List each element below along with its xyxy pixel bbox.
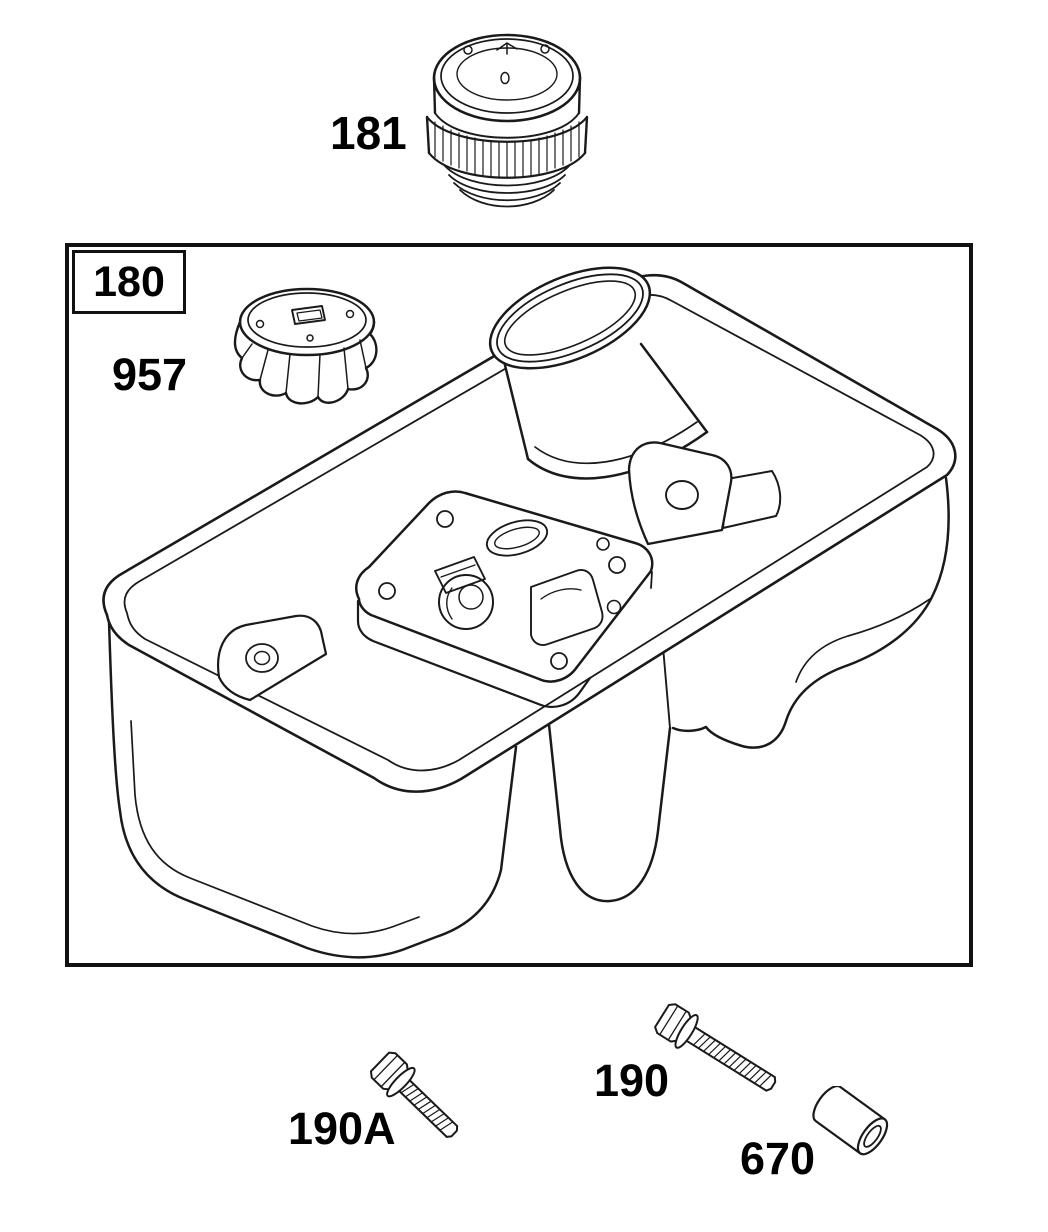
cap-181-side — [432, 76, 582, 139]
cap-957-top — [238, 287, 376, 357]
tank-lower-body — [107, 476, 950, 959]
screw-190-head — [654, 1003, 699, 1049]
fuel-tank-drawing — [102, 266, 957, 959]
screw-190-shaft — [685, 1026, 777, 1092]
screw-190a-drawing — [369, 1051, 459, 1138]
part-number-181: 181 — [330, 107, 407, 159]
screw-190a-head — [369, 1051, 416, 1098]
assembly-group-box-180: 180 — [65, 243, 973, 967]
bushing-670-body — [812, 1086, 889, 1156]
tank-mounting-ear — [217, 614, 328, 702]
carb-mounting-plate — [355, 490, 654, 709]
bushing-670-drawing — [812, 1086, 889, 1156]
part-number-180-text: 180 — [93, 257, 165, 306]
part-number-670: 670 — [740, 1133, 816, 1184]
part-number-180: 180 — [72, 250, 186, 314]
screw-190a-shaft — [398, 1079, 459, 1138]
screw-190-drawing — [654, 1003, 777, 1092]
fuel-cap-181-drawing — [425, 33, 589, 208]
cap-957-scalloped-grip — [233, 320, 378, 405]
part-number-957: 957 — [112, 349, 188, 400]
cap-181-knurled-ring — [425, 115, 589, 179]
part-number-190: 190 — [594, 1055, 670, 1106]
neck-bracket — [627, 441, 782, 546]
fuel-cap-957-drawing — [233, 287, 378, 405]
cap-181-threads — [444, 165, 570, 208]
cap-181-top — [432, 33, 582, 123]
part-number-190A: 190A — [288, 1103, 396, 1154]
